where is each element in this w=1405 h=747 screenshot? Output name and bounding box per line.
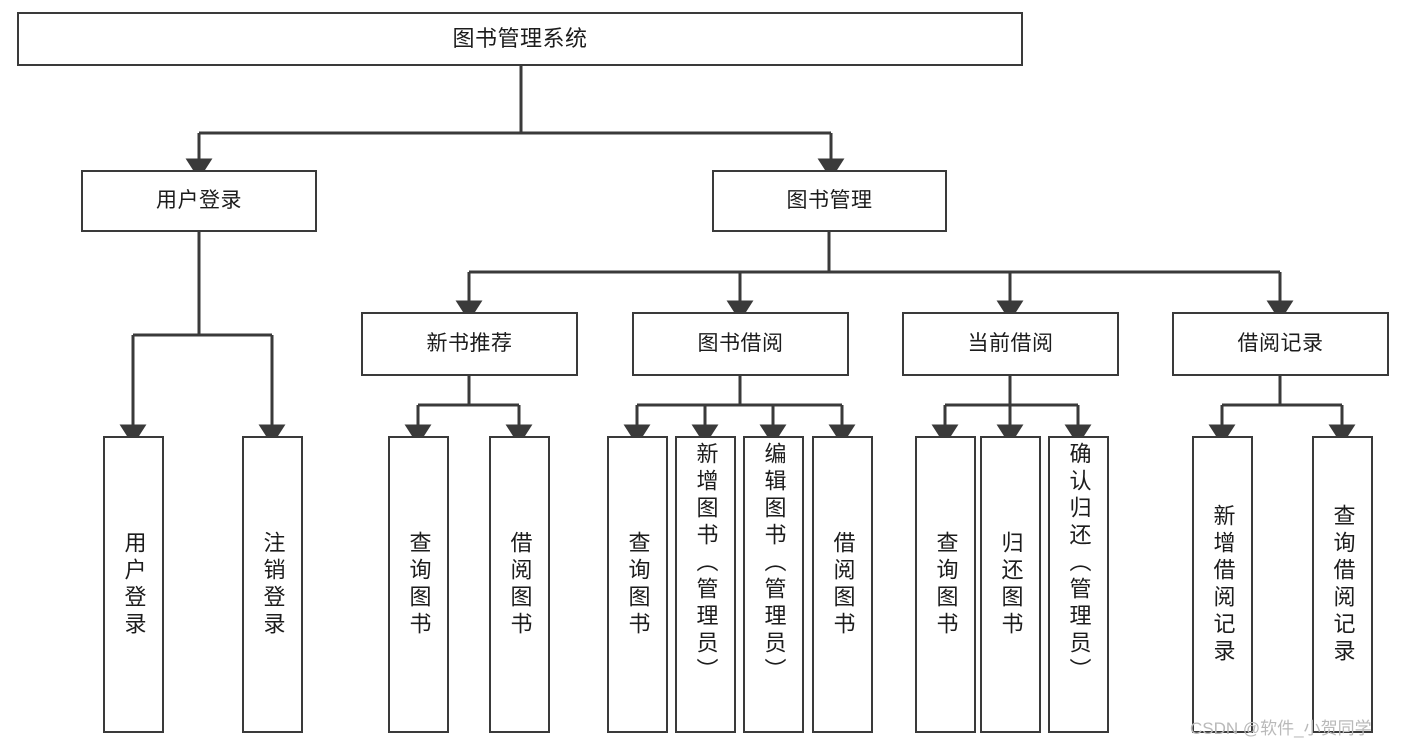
leaf-query-record-label: 查询借阅记录 [1330,503,1356,666]
node-book-management[interactable]: 图书管理 [712,170,947,232]
leaf-query-book-1-label: 查询图书 [406,530,432,639]
leaf-add-record-label: 新增借阅记录 [1210,503,1236,666]
node-borrow-record[interactable]: 借阅记录 [1172,312,1389,376]
leaf-borrow-book-2-label: 借阅图书 [830,530,856,639]
leaf-query-book-2-label: 查询图书 [625,530,651,639]
leaf-edit-book-label: 编辑图书（管理员） [761,442,787,685]
node-book-management-label: 图书管理 [786,188,873,212]
leaf-confirm-return-label: 确认归还（管理员） [1066,442,1092,685]
leaf-logout-label: 注销登录 [260,530,286,639]
leaf-borrow-book-2[interactable]: 借阅图书 [812,436,873,733]
leaf-user-login-label: 用户登录 [121,530,147,639]
node-current-borrow-label: 当前借阅 [967,331,1054,355]
node-user-login[interactable]: 用户登录 [81,170,317,232]
leaf-edit-book[interactable]: 编辑图书（管理员） [743,436,804,733]
node-new-book-recommend-label: 新书推荐 [426,331,513,355]
leaf-query-book-2[interactable]: 查询图书 [607,436,668,733]
node-new-book-recommend[interactable]: 新书推荐 [361,312,578,376]
leaf-add-book[interactable]: 新增图书（管理员） [675,436,736,733]
leaf-borrow-book-1[interactable]: 借阅图书 [489,436,550,733]
leaf-confirm-return[interactable]: 确认归还（管理员） [1048,436,1109,733]
leaf-query-book-3-label: 查询图书 [933,530,959,639]
node-book-borrow-label: 图书借阅 [697,331,784,355]
leaf-borrow-book-1-label: 借阅图书 [507,530,533,639]
watermark: CSDN @软件_小贺同学 [1190,719,1372,738]
leaf-query-record[interactable]: 查询借阅记录 [1312,436,1373,733]
leaf-query-book-3[interactable]: 查询图书 [915,436,976,733]
node-root[interactable]: 图书管理系统 [17,12,1023,66]
leaf-add-record[interactable]: 新增借阅记录 [1192,436,1253,733]
node-user-login-label: 用户登录 [156,188,242,212]
leaf-return-book-label: 归还图书 [998,530,1024,639]
leaf-return-book[interactable]: 归还图书 [980,436,1041,733]
leaf-query-book-1[interactable]: 查询图书 [388,436,449,733]
node-current-borrow[interactable]: 当前借阅 [902,312,1119,376]
leaf-logout[interactable]: 注销登录 [242,436,303,733]
node-borrow-record-label: 借阅记录 [1237,331,1324,355]
leaf-add-book-label: 新增图书（管理员） [693,442,719,685]
node-book-borrow[interactable]: 图书借阅 [632,312,849,376]
node-root-label: 图书管理系统 [452,26,588,52]
leaf-user-login[interactable]: 用户登录 [103,436,164,733]
